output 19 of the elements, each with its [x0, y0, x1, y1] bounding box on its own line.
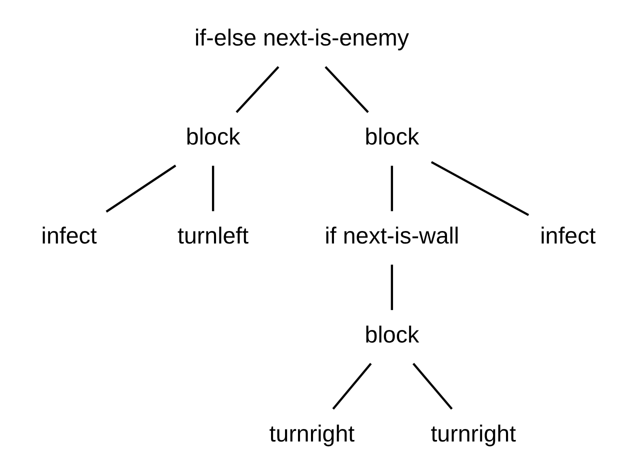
node-text: infect: [540, 222, 596, 249]
node-text: block: [364, 321, 419, 348]
connector: [390, 166, 393, 212]
node-text: turnright: [268, 420, 354, 446]
node-text: turnright: [430, 420, 516, 446]
connector: [324, 66, 368, 114]
connector: [390, 264, 393, 310]
node-text: if next-is-wall: [324, 222, 459, 249]
node-text: block: [364, 124, 419, 150]
connector: [105, 164, 176, 213]
node-text: block: [185, 124, 240, 150]
connector: [332, 362, 372, 410]
connector: [412, 362, 452, 410]
node-text: if-else next-is-enemy: [194, 24, 409, 51]
connector: [211, 166, 214, 212]
node-text: turnleft: [177, 222, 248, 249]
connector: [430, 161, 529, 216]
connector: [235, 66, 279, 114]
node-text: infect: [40, 222, 96, 249]
